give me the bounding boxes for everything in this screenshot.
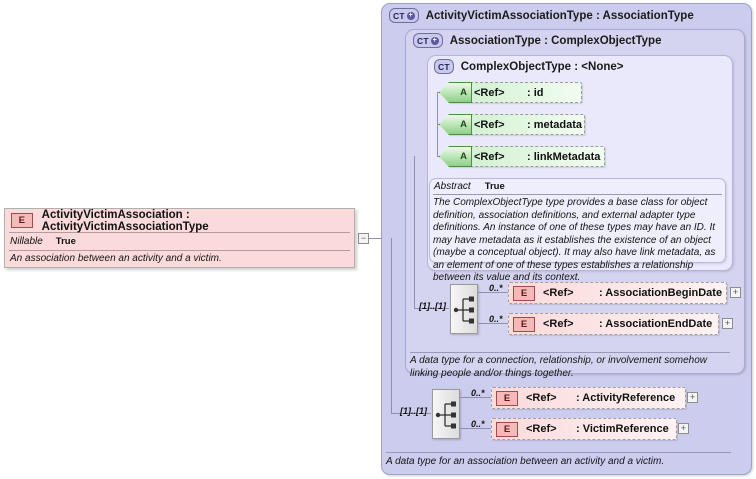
complextype-badge-icon: CT + bbox=[413, 33, 443, 48]
element-name: <Ref> bbox=[543, 318, 574, 330]
element-row[interactable]: E <Ref> : ActivityReference bbox=[491, 387, 686, 409]
element-name: <Ref> bbox=[526, 423, 557, 435]
abstract-documentation-box bbox=[429, 178, 726, 263]
element-badge-icon: E bbox=[11, 213, 33, 228]
element-type: : AssociationBeginDate bbox=[599, 287, 723, 299]
root-element-documentation: An association between an activity and a… bbox=[10, 253, 222, 264]
association-type-documentation: A data type for a connection, relationsh… bbox=[410, 355, 708, 379]
attribute-row[interactable]: A <Ref> : metadata bbox=[439, 114, 585, 135]
ct-label: CT bbox=[393, 10, 405, 21]
root-collapse-button[interactable]: − bbox=[358, 233, 369, 244]
sequence-compositor-icon bbox=[453, 296, 474, 324]
assoc-child-link bbox=[478, 292, 508, 293]
association-type-title-text: AssociationType : ComplexObjectType bbox=[449, 34, 662, 47]
association-type-title: CT + AssociationType : ComplexObjectType bbox=[413, 33, 661, 48]
element-type: : VictimReference bbox=[576, 423, 669, 435]
element-badge-icon: E bbox=[496, 390, 518, 406]
attribute-type: : metadata bbox=[527, 118, 583, 131]
root-element-box[interactable]: E ActivityVictimAssociation : ActivityVi… bbox=[4, 208, 355, 268]
abstract-row: Abstract True bbox=[434, 181, 505, 192]
root-element-title: ActivityVictimAssociation : ActivityVict… bbox=[41, 208, 209, 233]
attribute-badge-icon: A bbox=[439, 146, 472, 167]
complextype-badge-icon: CT + bbox=[389, 8, 419, 23]
element-badge-icon: E bbox=[513, 316, 535, 332]
complex-object-type-title: CT ComplexObjectType : <None> bbox=[434, 59, 623, 74]
attribute-row[interactable]: A <Ref> : id bbox=[439, 82, 582, 103]
attribute-type: : id bbox=[527, 86, 544, 99]
element-type: : AssociationEndDate bbox=[599, 318, 713, 330]
attribute-row[interactable]: A <Ref> : linkMetadata bbox=[439, 146, 605, 167]
sequence-compositor[interactable] bbox=[432, 389, 460, 439]
attribute-name: <Ref> bbox=[474, 86, 505, 99]
outer-child-link bbox=[460, 428, 491, 429]
element-type: : ActivityReference bbox=[576, 392, 676, 404]
nillable-value: True bbox=[55, 236, 76, 247]
element-badge-icon: E bbox=[496, 421, 518, 437]
outer-type-title-text: ActivityVictimAssociationType : Associat… bbox=[425, 9, 694, 22]
element-expand-button[interactable]: + bbox=[678, 423, 689, 434]
attribute-type: : linkMetadata bbox=[527, 150, 601, 163]
outer-seq-link bbox=[391, 413, 431, 414]
root-element-header: E ActivityVictimAssociation : ActivityVi… bbox=[5, 208, 354, 233]
ct-plus-icon[interactable]: + bbox=[406, 11, 415, 20]
sequence-compositor-icon bbox=[435, 401, 456, 429]
attribute-badge-icon: A bbox=[439, 114, 472, 135]
abstract-rule bbox=[433, 194, 722, 195]
ct-label: CT bbox=[417, 35, 429, 46]
outer-seq-spine bbox=[391, 238, 392, 413]
abstract-value: True bbox=[484, 181, 505, 192]
element-name: <Ref> bbox=[526, 392, 557, 404]
outer-sequence-cardinality: [1]..[1] bbox=[400, 406, 427, 416]
attribute-badge-icon: A bbox=[439, 82, 472, 103]
ct-plus-icon[interactable]: + bbox=[430, 36, 439, 45]
complex-object-type-title-text: ComplexObjectType : <None> bbox=[460, 60, 624, 73]
root-element-nillable-row: Nillable True bbox=[5, 233, 354, 250]
assoc-sequence-cardinality: [1]..[1] bbox=[419, 301, 446, 311]
element-row[interactable]: E <Ref> : AssociationEndDate bbox=[508, 313, 719, 335]
outer-child-link bbox=[460, 397, 491, 398]
element-row[interactable]: E <Ref> : AssociationBeginDate bbox=[508, 282, 727, 304]
nillable-label: Nillable bbox=[10, 236, 43, 247]
abstract-label: Abstract bbox=[434, 181, 471, 192]
element-row[interactable]: E <Ref> : VictimReference bbox=[491, 418, 677, 440]
connector-root-to-type bbox=[369, 238, 383, 239]
element-expand-button[interactable]: + bbox=[730, 287, 741, 298]
complextype-badge-icon: CT bbox=[434, 59, 454, 74]
assoc-child-occurs: 0..* bbox=[489, 314, 503, 324]
assoc-child-link bbox=[478, 323, 508, 324]
attribute-name: <Ref> bbox=[474, 118, 505, 131]
element-expand-button[interactable]: + bbox=[722, 318, 733, 329]
divider bbox=[9, 232, 350, 233]
assoc-seq-spine bbox=[414, 156, 415, 308]
outer-type-documentation: A data type for an association between a… bbox=[386, 456, 665, 467]
outer-doc-rule bbox=[386, 452, 731, 453]
assoc-child-occurs: 0..* bbox=[489, 283, 503, 293]
divider bbox=[9, 250, 350, 251]
assoc-seq-link bbox=[414, 308, 449, 309]
element-badge-icon: E bbox=[513, 285, 535, 301]
attribute-name: <Ref> bbox=[474, 150, 505, 163]
outer-child-occurs: 0..* bbox=[471, 419, 485, 429]
sequence-compositor[interactable] bbox=[450, 284, 478, 334]
association-doc-rule bbox=[410, 352, 730, 353]
complex-object-type-documentation: The ComplexObjectType type provides a ba… bbox=[433, 197, 716, 283]
element-name: <Ref> bbox=[543, 287, 574, 299]
outer-type-title: CT + ActivityVictimAssociationType : Ass… bbox=[389, 8, 694, 23]
element-expand-button[interactable]: + bbox=[687, 392, 698, 403]
outer-child-occurs: 0..* bbox=[471, 388, 485, 398]
ct-label: CT bbox=[438, 61, 450, 72]
